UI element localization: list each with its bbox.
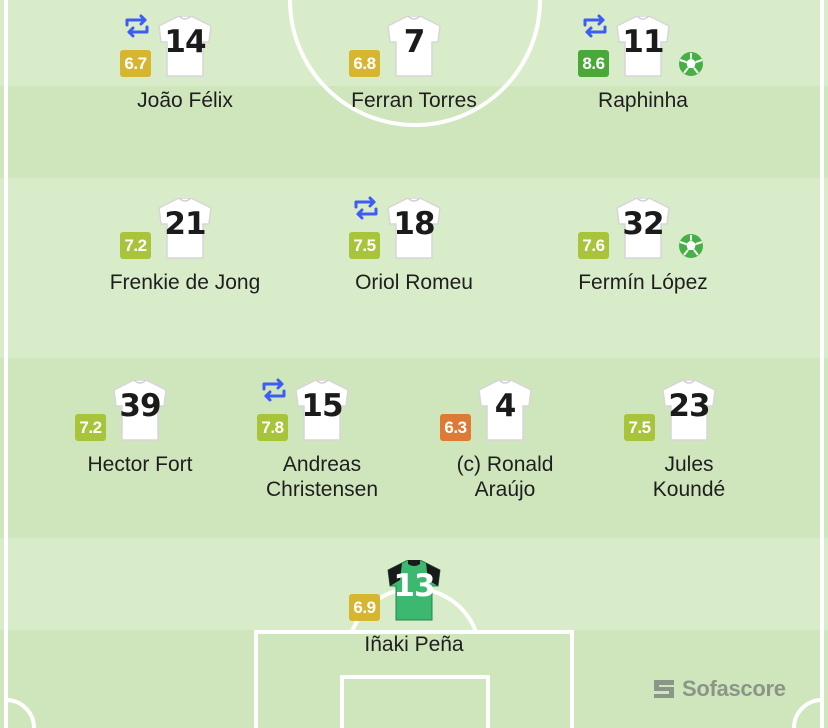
jersey-icon [387,16,441,77]
player-name: Oriol Romeu [355,271,473,294]
jersey-icon [662,380,716,441]
jersey-icon [158,198,212,259]
sofascore-logo-icon [654,680,674,698]
shirt-number: 14 [164,24,206,60]
player-kit: 14 6.7 [120,14,213,78]
player-kit: 11 8.6 [578,14,703,78]
jersey-icon [478,380,532,441]
player-fermin-lopez[interactable]: 32 7.6 Fermín López [533,198,753,295]
shirt-number: 13 [393,568,435,604]
player-raphinha[interactable]: 11 8.6 Raphinha [533,14,753,113]
rating-badge: 6.8 [349,50,380,77]
shirt-number: 39 [119,388,161,424]
player-ferran-torres[interactable]: 7 6.8 Ferran Torres [304,16,524,113]
jersey-icon [113,380,167,441]
substitution-icon [354,196,378,220]
player-kit: 23 7.5 [624,380,717,442]
rating-badge: 7.2 [120,232,151,259]
brand-name: Sofascore [682,676,786,701]
player-name: (c) Ronald Araújo [456,453,554,501]
player-kit: 21 7.2 [120,198,213,260]
goalkeeper-jersey-icon [387,560,441,621]
player-name: Frenkie de Jong [109,271,261,294]
jersey-icon [295,380,349,441]
shirt-number: 21 [164,206,206,242]
player-inaki-pena[interactable]: 13 6.9 Iñaki Peña [304,560,524,657]
player-kit: 15 7.8 [257,378,350,442]
player-kit: 18 7.5 [349,196,442,260]
shirt-number: 18 [393,206,435,242]
player-name: João Félix [137,89,233,112]
rating-badge: 7.5 [624,414,655,441]
player-kit: 7 6.8 [349,16,442,78]
jersey-icon [616,198,670,259]
substitution-icon [125,14,149,38]
goal-ball-icon [679,52,703,76]
goal-ball-icon [679,234,703,258]
rating-badge: 6.7 [120,50,151,77]
substitution-icon [262,378,286,402]
player-kit: 32 7.6 [578,198,703,260]
shirt-number: 11 [622,24,664,60]
player-name: Raphinha [598,89,688,112]
player-oriol-romeu[interactable]: 18 7.5 Oriol Romeu [304,196,524,295]
player-name: Ferran Torres [351,89,477,112]
player-name: Andreas Christensen [265,453,379,501]
shirt-number: 4 [494,388,517,424]
player-andreas-christensen[interactable]: 15 7.8 Andreas Christensen [212,378,432,502]
player-kit: 39 7.2 [75,380,168,442]
jersey-icon [387,198,441,259]
player-frenkie-de-jong[interactable]: 21 7.2 Frenkie de Jong [75,198,295,295]
substitution-icon [583,14,607,38]
player-joao-felix[interactable]: 14 6.7 João Félix [75,14,295,113]
rating-badge: 6.3 [440,414,471,441]
shirt-number: 7 [403,24,426,60]
sofascore-brand: Sofascore [652,676,786,702]
player-kit: 13 6.9 [349,560,442,622]
rating-badge: 7.6 [578,232,609,259]
rating-badge: 7.8 [257,414,288,441]
player-name: Fermín López [578,271,708,294]
rating-badge: 6.9 [349,594,380,621]
rating-badge: 8.6 [578,50,609,77]
player-kit: 4 6.3 [440,380,533,442]
player-name: Iñaki Peña [364,633,464,656]
shirt-number: 32 [622,206,664,242]
player-ronald-araujo[interactable]: 4 6.3 (c) Ronald Araújo [395,380,615,502]
jersey-icon [158,16,212,77]
rating-badge: 7.5 [349,232,380,259]
player-name: Hector Fort [87,453,193,476]
rating-badge: 7.2 [75,414,106,441]
player-hector-fort[interactable]: 39 7.2 Hector Fort [30,380,250,477]
jersey-icon [616,16,670,77]
player-name: Jules Koundé [652,453,726,501]
shirt-number: 23 [668,388,710,424]
player-jules-kounde[interactable]: 23 7.5 Jules Koundé [579,380,799,502]
shirt-number: 15 [301,388,343,424]
